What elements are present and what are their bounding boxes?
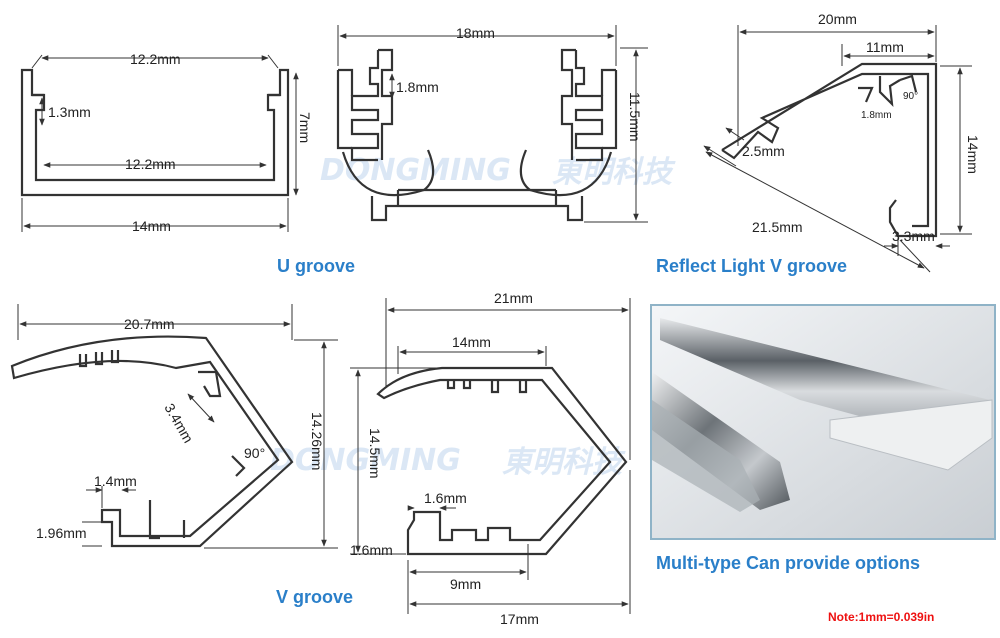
v-groove-caption: V groove — [276, 587, 353, 607]
reflect-caption: Reflect Light V groove — [656, 256, 847, 276]
clip-dim-height: 11.5mm — [627, 92, 643, 142]
clip-right-fins — [560, 48, 604, 162]
v-groove-profile — [10, 335, 294, 548]
conversion-note: Note:1mm=0.039in — [828, 610, 934, 624]
u-dim-inner: 12.2mm — [125, 156, 176, 172]
v-dim-width: 20.7mm — [124, 316, 175, 332]
watermark-en: DONGMING — [320, 153, 511, 188]
u-dim-top: 12.2mm — [130, 51, 181, 67]
v2-dim-height: 14.5mm — [367, 428, 383, 479]
reflect-dim-angle: 90° — [903, 91, 918, 102]
v2-dim-bottom: 17mm — [500, 611, 539, 627]
product-photo — [650, 304, 996, 540]
photo-caption: Multi-type Can provide options — [656, 553, 920, 573]
v2-dim-inner: 9mm — [450, 576, 481, 592]
clip-dim-fin: 1.8mm — [396, 79, 439, 95]
v2-dim-width: 21mm — [494, 290, 533, 306]
v-dim-base: 1.96mm — [36, 525, 87, 541]
v-dim-angle: 90° — [244, 445, 265, 461]
reflect-dim-foot: 3.3mm — [892, 228, 935, 244]
watermark-en: DONGMING — [270, 443, 461, 478]
watermark-cn: 東明科技 — [552, 155, 676, 190]
reflect-v-groove-drawing: 20mm 11mm 90° 1.8mm 14mm 2.5mm 21.5mm 3.… — [703, 11, 981, 273]
profile-bottom-image — [652, 372, 790, 510]
v-dim-fin: 1.4mm — [94, 473, 137, 489]
v-dim-slot: 3.4mm — [161, 401, 196, 446]
u-groove-profile — [20, 68, 290, 197]
watermark-top: DONGMING 東明科技 — [320, 153, 676, 190]
profile-top-image — [660, 318, 990, 440]
u-groove-caption: U groove — [277, 256, 355, 276]
u-clip-drawing: 18mm 1.8mm 11.5mm — [336, 25, 648, 223]
v-groove-drawing: 20.7mm 3.4mm 90° 14.26mm 1.4mm 1.96mm — [10, 304, 338, 549]
clip-dim-width: 18mm — [456, 25, 495, 41]
clip-left-fins — [350, 48, 394, 162]
watermark-bottom: DONGMING 東明科技 — [270, 443, 626, 480]
u-groove-drawing: 12.2mm 1.3mm 12.2mm 7mm 14mm — [20, 51, 313, 234]
v-groove-2-profile — [376, 366, 628, 556]
v2-dim-top-inner: 14mm — [452, 334, 491, 350]
reflect-dim-inner: 11mm — [866, 39, 904, 55]
u-dim-height: 7mm — [297, 112, 313, 143]
reflect-dim-fin: 1.8mm — [861, 110, 892, 121]
u-dim-lip: 1.3mm — [48, 104, 91, 120]
v2-dim-base: 1.6mm — [350, 542, 393, 558]
v-groove-2-drawing: 21mm 14mm 14.5mm 1.6mm 1.6mm 9mm 17mm — [350, 290, 631, 627]
u-dim-bottom: 14mm — [132, 218, 171, 234]
v2-dim-fin: 1.6mm — [424, 490, 467, 506]
reflect-dim-slot: 2.5mm — [742, 143, 785, 159]
v-dim-height: 14.26mm — [309, 412, 325, 470]
clip-arc-right — [519, 149, 613, 197]
reflect-dim-top: 20mm — [818, 11, 857, 27]
clip-base — [370, 188, 584, 222]
reflect-dim-diag: 21.5mm — [752, 219, 803, 235]
clip-arc-left — [341, 149, 435, 197]
reflect-dim-height: 14mm — [965, 135, 981, 174]
watermark-cn: 東明科技 — [502, 445, 626, 480]
